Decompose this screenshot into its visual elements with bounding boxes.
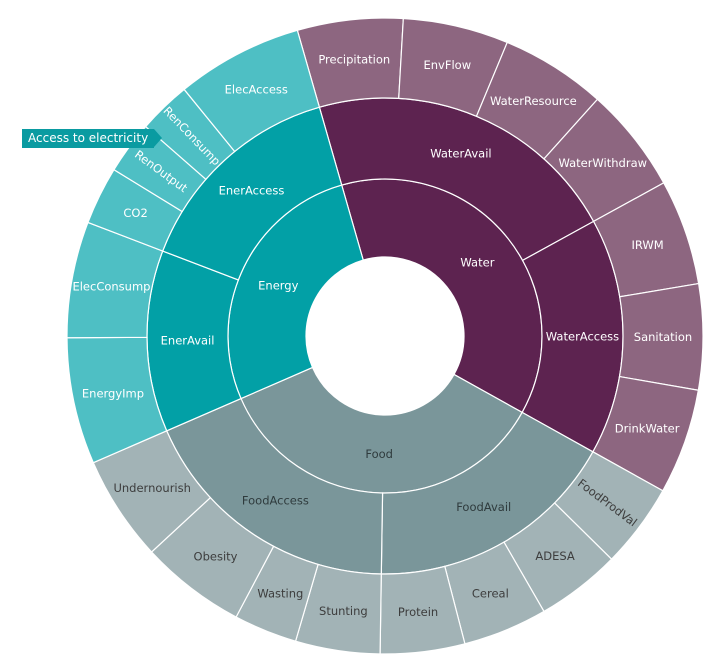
segment-sanitation[interactable] xyxy=(618,282,704,391)
segment-ener-avail[interactable] xyxy=(146,250,242,432)
sunburst-segments xyxy=(66,17,704,655)
segment-elec-access[interactable] xyxy=(183,29,321,153)
hover-tooltip: Access to electricity xyxy=(22,129,163,148)
